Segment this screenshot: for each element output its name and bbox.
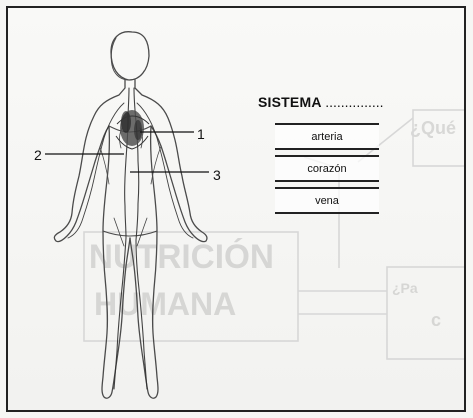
answer-box-vena: vena [275,187,379,214]
answer-box-list: arteria corazón vena [275,123,379,219]
hair-outline [111,38,144,80]
answer-label-vena: vena [315,195,339,207]
label-number-2: 2 [34,147,42,163]
answer-label-arteria: arteria [311,131,342,143]
background-box-2 [84,232,298,341]
background-box-3 [387,267,466,359]
human-body [54,32,207,398]
label-number-3: 3 [213,167,221,183]
label-number-1: 1 [197,126,205,142]
arm-vessel-left [68,103,124,238]
answer-label-corazon: corazón [307,163,346,175]
system-title-blank: ............... [325,94,383,110]
heart-shadow-left [121,111,131,133]
background-box-1 [413,110,466,166]
circulatory-system-diagram [8,8,466,412]
worksheet-frame: NUTRICIÓN HUMANA ¿Qué ¿Pa c [6,6,466,412]
arm-vessel-right [137,103,193,238]
right-arm-outline [135,80,207,242]
answer-box-arteria: arteria [275,123,379,150]
system-title-main: SISTEMA [258,94,321,110]
left-arm-outline [54,80,125,242]
system-title: SISTEMA ............... [258,94,384,110]
answer-box-corazon: corazón [275,155,379,182]
heart-shadow-right [134,120,142,140]
